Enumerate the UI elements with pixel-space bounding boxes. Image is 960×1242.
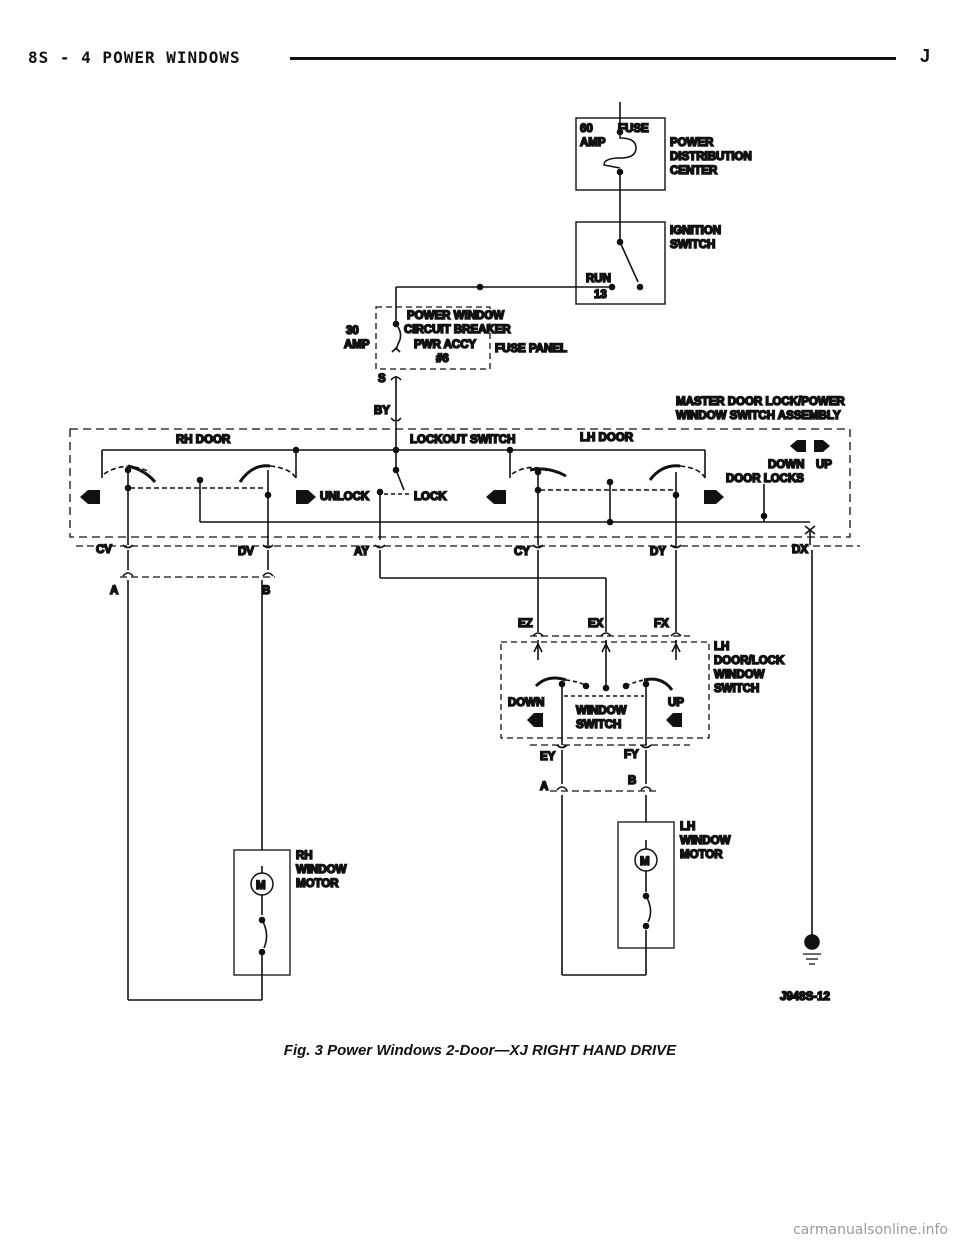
window-switch-label-1: WINDOW — [576, 705, 627, 717]
master-switch-assembly: MASTER DOOR LOCK/POWER WINDOW SWITCH ASS… — [69, 395, 851, 540]
rh-motor-symbol: M — [256, 880, 266, 892]
lh-door-label: LH DOOR — [580, 432, 634, 444]
connector-fx: FX — [654, 618, 669, 630]
rh-motor-label-3: MOTOR — [296, 878, 339, 890]
header-rule — [290, 57, 896, 60]
connector-b2: B — [628, 775, 636, 787]
lh-motor-label-1: LH — [680, 821, 695, 833]
fuse-label: FUSE — [618, 123, 649, 135]
power-distribution-center: 60 AMP FUSE POWER DISTRIBUTION CENTER — [575, 102, 753, 240]
watermark: carmanualsonline.info — [793, 1222, 948, 1238]
lh-switch-down: DOWN — [508, 697, 544, 709]
lh-door-switch: EZ EX FX DOWN UP WINDOW SWITCH LH DOOR/L… — [379, 550, 786, 794]
master-label-2: WINDOW SWITCH ASSEMBLY — [676, 410, 841, 422]
connector-dx: DX — [792, 544, 808, 556]
rh-motor-circuit: A B M RH WINDOW MOTOR — [109, 550, 347, 1001]
up-label: UP — [816, 459, 832, 471]
ground-circuit — [803, 550, 821, 965]
cb-label-2: CIRCUIT BREAKER — [404, 324, 511, 336]
connector-ay: AY — [354, 546, 369, 558]
connector-ez: EZ — [518, 618, 533, 630]
lh-switch-label-1: LH — [714, 641, 729, 653]
lh-switch-label-4: SWITCH — [714, 683, 759, 695]
connector-a2: A — [540, 781, 548, 793]
connector-a: A — [110, 585, 118, 597]
pdc-label-2: DISTRIBUTION — [670, 151, 752, 163]
ignition-label-1: IGNITION — [670, 225, 721, 237]
connector-fy: FY — [624, 749, 639, 761]
cb-label-3: PWR ACCY — [414, 339, 477, 351]
ignition-switch: IGNITION SWITCH RUN 13 — [395, 221, 722, 322]
down-label: DOWN — [768, 459, 804, 471]
lh-switch-up: UP — [668, 697, 684, 709]
section-header: 8S - 4 POWER WINDOWS — [28, 48, 241, 67]
fuse-amp-unit: AMP — [580, 137, 606, 149]
lh-switch-label-2: DOOR/LOCK — [714, 655, 785, 667]
fuse-amp: 60 — [580, 123, 593, 135]
wiring-diagram: 60 AMP FUSE POWER DISTRIBUTION CENTER IG… — [69, 102, 860, 1004]
output-connectors: CV DV AY CY DY DX — [76, 530, 860, 559]
run-number: 13 — [594, 289, 607, 301]
lockout-switch-label: LOCKOUT SWITCH — [410, 434, 515, 446]
fuse-panel-label: FUSE PANEL — [495, 343, 567, 355]
ignition-label-2: SWITCH — [670, 239, 715, 251]
cb-label-1: POWER WINDOW — [407, 310, 504, 322]
connector-cv: CV — [96, 544, 112, 556]
pdc-label-3: CENTER — [670, 165, 718, 177]
master-label-1: MASTER DOOR LOCK/POWER — [676, 396, 845, 408]
lh-motor-circuit: M LH WINDOW MOTOR — [561, 795, 731, 976]
circuit-breaker: POWER WINDOW CIRCUIT BREAKER PWR ACCY #6… — [343, 306, 568, 370]
rh-motor-label-1: RH — [296, 850, 313, 862]
run-label: RUN — [586, 273, 611, 285]
figure-code: J948S-12 — [780, 991, 830, 1003]
cb-amp-unit: AMP — [344, 339, 370, 351]
connector-ex: EX — [588, 618, 604, 630]
connector-dy: DY — [650, 546, 666, 558]
window-switch-label-2: SWITCH — [576, 719, 621, 731]
lh-motor-label-3: MOTOR — [680, 849, 723, 861]
connector-ey: EY — [540, 751, 556, 763]
rh-motor-label-2: WINDOW — [296, 864, 347, 876]
rh-door-label: RH DOOR — [176, 434, 231, 446]
connector-dv: DV — [238, 546, 254, 558]
lock-label: LOCK — [414, 491, 447, 503]
lh-switch-label-3: WINDOW — [714, 669, 765, 681]
connector-cy: CY — [514, 546, 530, 558]
cb-label-4: #6 — [436, 353, 449, 365]
connector-b: B — [262, 585, 270, 597]
unlock-label: UNLOCK — [320, 491, 370, 503]
s-by-connectors: S BY — [373, 372, 402, 432]
lh-motor-label-2: WINDOW — [680, 835, 731, 847]
header-letter: J — [919, 46, 930, 66]
pdc-label-1: POWER — [670, 137, 714, 149]
connector-s: S — [378, 373, 386, 385]
lh-motor-symbol: M — [640, 856, 650, 868]
figure-caption: Fig. 3 Power Windows 2-Door—XJ RIGHT HAN… — [283, 1042, 677, 1059]
cb-amp: 30 — [346, 325, 359, 337]
connector-by: BY — [374, 405, 390, 417]
door-locks-label: DOOR LOCKS — [726, 473, 804, 485]
